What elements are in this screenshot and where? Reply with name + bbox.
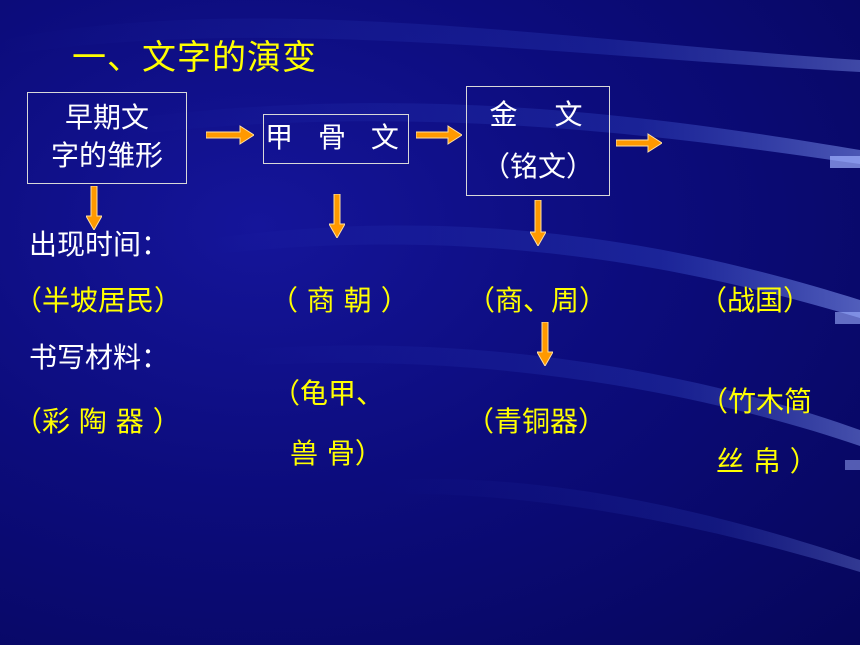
arrow-right-icon [616, 133, 662, 153]
stage-early-line1: 早期文 [64, 101, 149, 134]
material-bronze: （青铜器） [466, 405, 607, 438]
material-pottery: （彩 陶 器 ） [14, 405, 181, 438]
time-label: 出现时间： [29, 228, 170, 261]
stage-early-line2: 字的雏形 [50, 139, 163, 172]
material-animal-bone: 兽 骨） [290, 437, 383, 470]
material-tortoise-shell: （龟甲、 [272, 377, 385, 410]
stage-box-oracle-bone: 甲 骨 文 [263, 114, 409, 164]
time-shang: （ 商 朝 ） [270, 284, 409, 317]
time-banpo: （半坡居民） [14, 284, 183, 317]
stage-oracle-line1: 甲 骨 文 [265, 121, 407, 154]
stage-box-bronze: 金 文 （铭文） [466, 86, 610, 196]
stage-box-early: 早期文 字的雏形 [27, 92, 187, 184]
material-silk: 丝 帛 ） [716, 445, 818, 478]
time-warring-states: （战国） [699, 284, 812, 317]
arrow-down-icon [86, 186, 102, 230]
arrow-down-icon [537, 322, 553, 366]
arrow-down-icon [329, 194, 345, 238]
slide-title: 一、文字的演变 [72, 38, 317, 78]
arrow-right-icon [206, 125, 254, 145]
material-bamboo: （竹木简 [700, 385, 813, 418]
material-label: 书写材料： [29, 341, 170, 374]
stage-bronze-line2: （铭文） [481, 150, 594, 183]
arrow-down-icon [530, 200, 546, 246]
stage-bronze-line1: 金 文 [489, 98, 597, 131]
arrow-right-icon [416, 125, 462, 145]
time-shang-zhou: （商、周） [467, 284, 608, 317]
